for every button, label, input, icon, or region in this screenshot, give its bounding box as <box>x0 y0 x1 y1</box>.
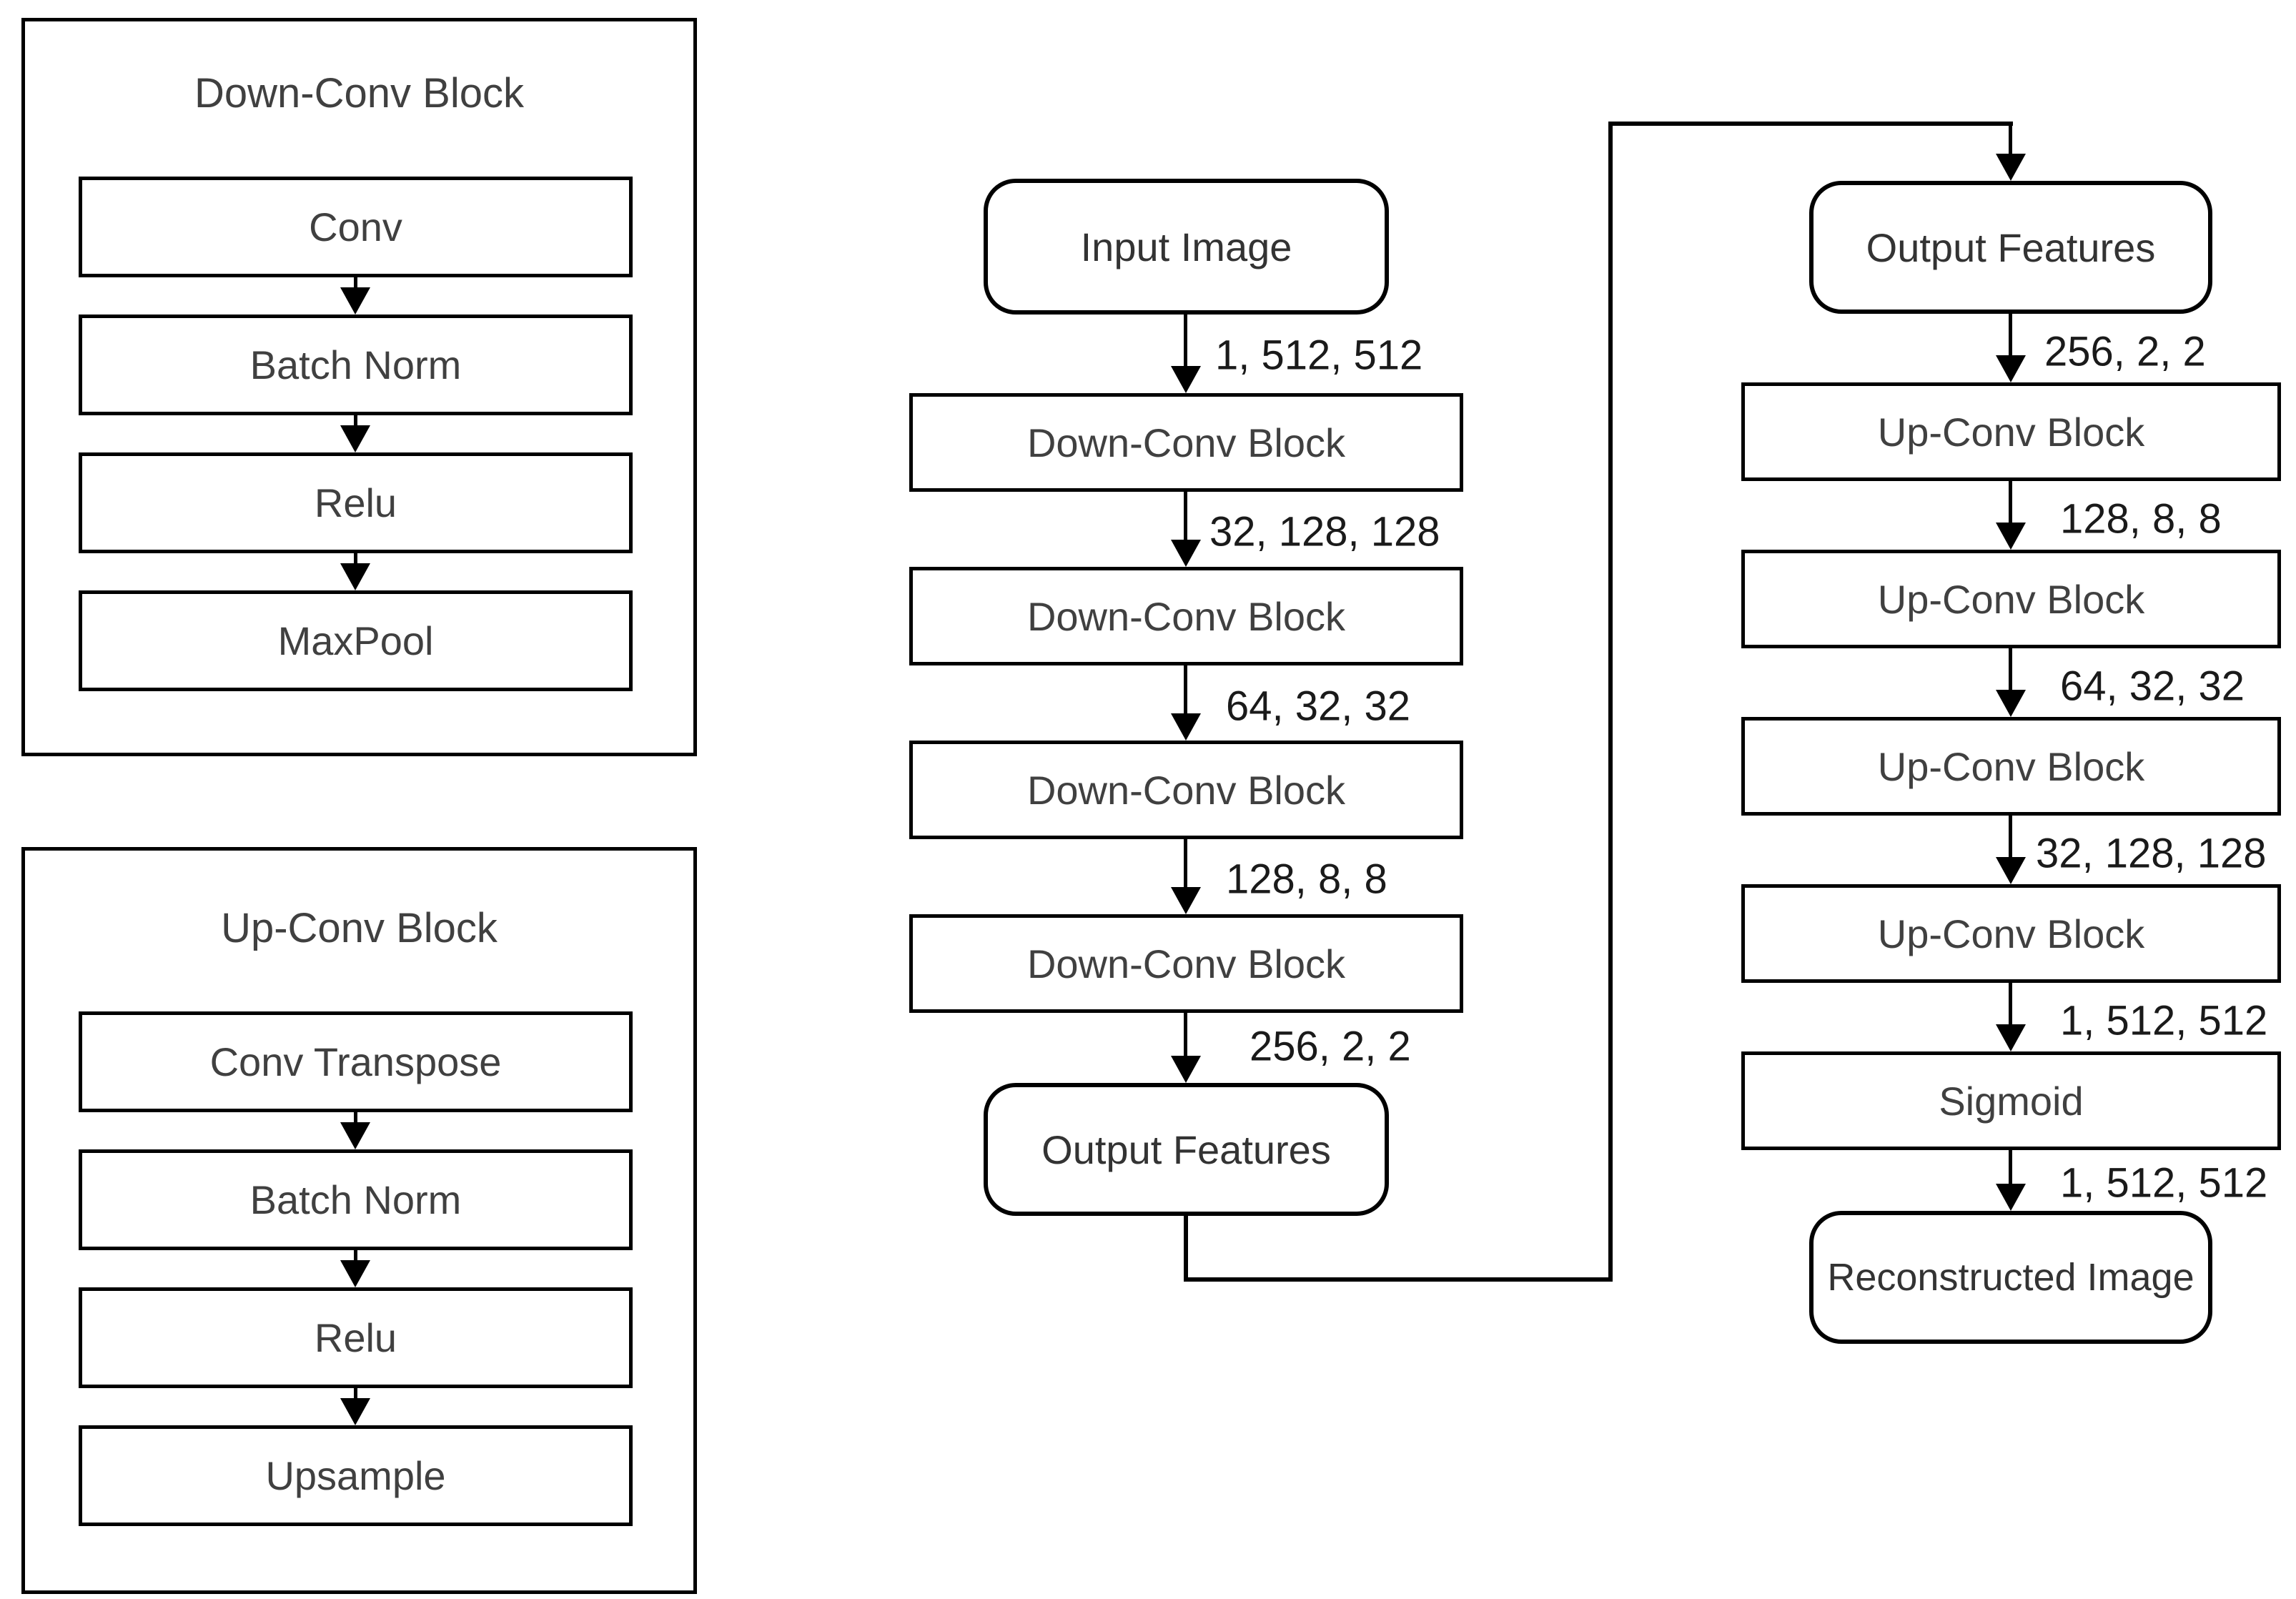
legend-step-upsample: Upsample <box>79 1425 633 1526</box>
flow-arrow-stem <box>1184 839 1187 890</box>
down-arrowhead-icon <box>1996 523 2026 550</box>
edge-dim-label: 256, 2, 2 <box>1250 1023 1411 1070</box>
legend-step-batch-norm: Batch Norm <box>79 1149 633 1250</box>
legend-step-relu: Relu <box>79 1287 633 1388</box>
decoder-output-features-node: Output Features <box>1809 181 2212 314</box>
flow-arrow-stem <box>2009 314 2012 358</box>
legend-step-maxpool: MaxPool <box>79 590 633 691</box>
encoder-output-features-node: Output Features <box>984 1083 1389 1216</box>
down-arrowhead-icon <box>340 1398 370 1425</box>
edge-dim-label: 32, 128, 128 <box>2036 830 2267 877</box>
down-arrowhead-icon <box>1171 366 1201 393</box>
connector-segment <box>1184 1216 1188 1282</box>
legend-step-conv-transpose: Conv Transpose <box>79 1011 633 1112</box>
legend-step-relu: Relu <box>79 452 633 553</box>
flow-arrow-stem <box>2009 648 2012 693</box>
edge-dim-label: 128, 8, 8 <box>2060 495 2222 543</box>
up-conv-block-node: Up-Conv Block <box>1741 717 2281 816</box>
down-arrowhead-icon <box>340 1260 370 1287</box>
down-arrowhead-icon <box>1996 1184 2026 1211</box>
down-arrowhead-icon <box>340 1122 370 1149</box>
down-arrowhead-icon <box>1171 887 1201 914</box>
connector-segment <box>2009 122 2012 157</box>
up-conv-block-node: Up-Conv Block <box>1741 550 2281 648</box>
up-conv-block-node: Up-Conv Block <box>1741 382 2281 481</box>
down-conv-block-node: Down-Conv Block <box>909 741 1463 839</box>
legend-step-batch-norm: Batch Norm <box>79 315 633 415</box>
down-arrowhead-icon <box>1996 1024 2026 1051</box>
edge-dim-label: 256, 2, 2 <box>2044 328 2206 375</box>
flow-arrow-stem <box>1184 315 1187 369</box>
down-arrowhead-icon <box>1171 540 1201 567</box>
edge-dim-label: 64, 32, 32 <box>2060 663 2245 710</box>
flow-arrow-stem <box>1184 492 1187 543</box>
down-arrowhead-icon <box>340 287 370 315</box>
down-arrowhead-icon <box>1996 857 2026 884</box>
flow-arrow-stem <box>1184 1013 1187 1059</box>
flow-arrow-stem <box>2009 481 2012 525</box>
flow-arrow-stem <box>2009 816 2012 860</box>
down-conv-block-node: Down-Conv Block <box>909 393 1463 492</box>
up-conv-block-node: Up-Conv Block <box>1741 884 2281 983</box>
flow-arrow-stem <box>2009 983 2012 1027</box>
down-conv-block-node: Down-Conv Block <box>909 914 1463 1013</box>
edge-dim-label: 64, 32, 32 <box>1226 683 1410 730</box>
down-conv-legend-title: Down-Conv Block <box>194 69 524 117</box>
edge-dim-label: 1, 512, 512 <box>1215 332 1423 379</box>
reconstructed-image-node: Reconstructed Image <box>1809 1211 2212 1344</box>
edge-dim-label: 32, 128, 128 <box>1209 508 1440 555</box>
connector-segment <box>1608 122 2013 126</box>
down-arrowhead-icon <box>340 563 370 590</box>
edge-dim-label: 1, 512, 512 <box>2060 997 2268 1044</box>
flow-arrow-stem <box>2009 1150 2012 1187</box>
flow-arrow-stem <box>1184 665 1187 716</box>
edge-dim-label: 128, 8, 8 <box>1226 856 1387 903</box>
down-arrowhead-icon <box>1171 1056 1201 1083</box>
down-arrowhead-icon <box>1171 713 1201 741</box>
connector-segment <box>1608 122 1613 1282</box>
input-image-node: Input Image <box>984 179 1389 315</box>
down-arrowhead-icon <box>340 425 370 452</box>
down-arrowhead-icon <box>1996 355 2026 382</box>
sigmoid-node: Sigmoid <box>1741 1051 2281 1150</box>
down-arrowhead-icon <box>1996 690 2026 717</box>
edge-dim-label: 1, 512, 512 <box>2060 1159 2268 1207</box>
down-conv-block-node: Down-Conv Block <box>909 567 1463 665</box>
legend-step-conv: Conv <box>79 177 633 277</box>
up-conv-legend-title: Up-Conv Block <box>221 904 498 951</box>
connector-segment <box>1184 1277 1613 1282</box>
down-arrowhead-icon <box>1996 154 2026 181</box>
